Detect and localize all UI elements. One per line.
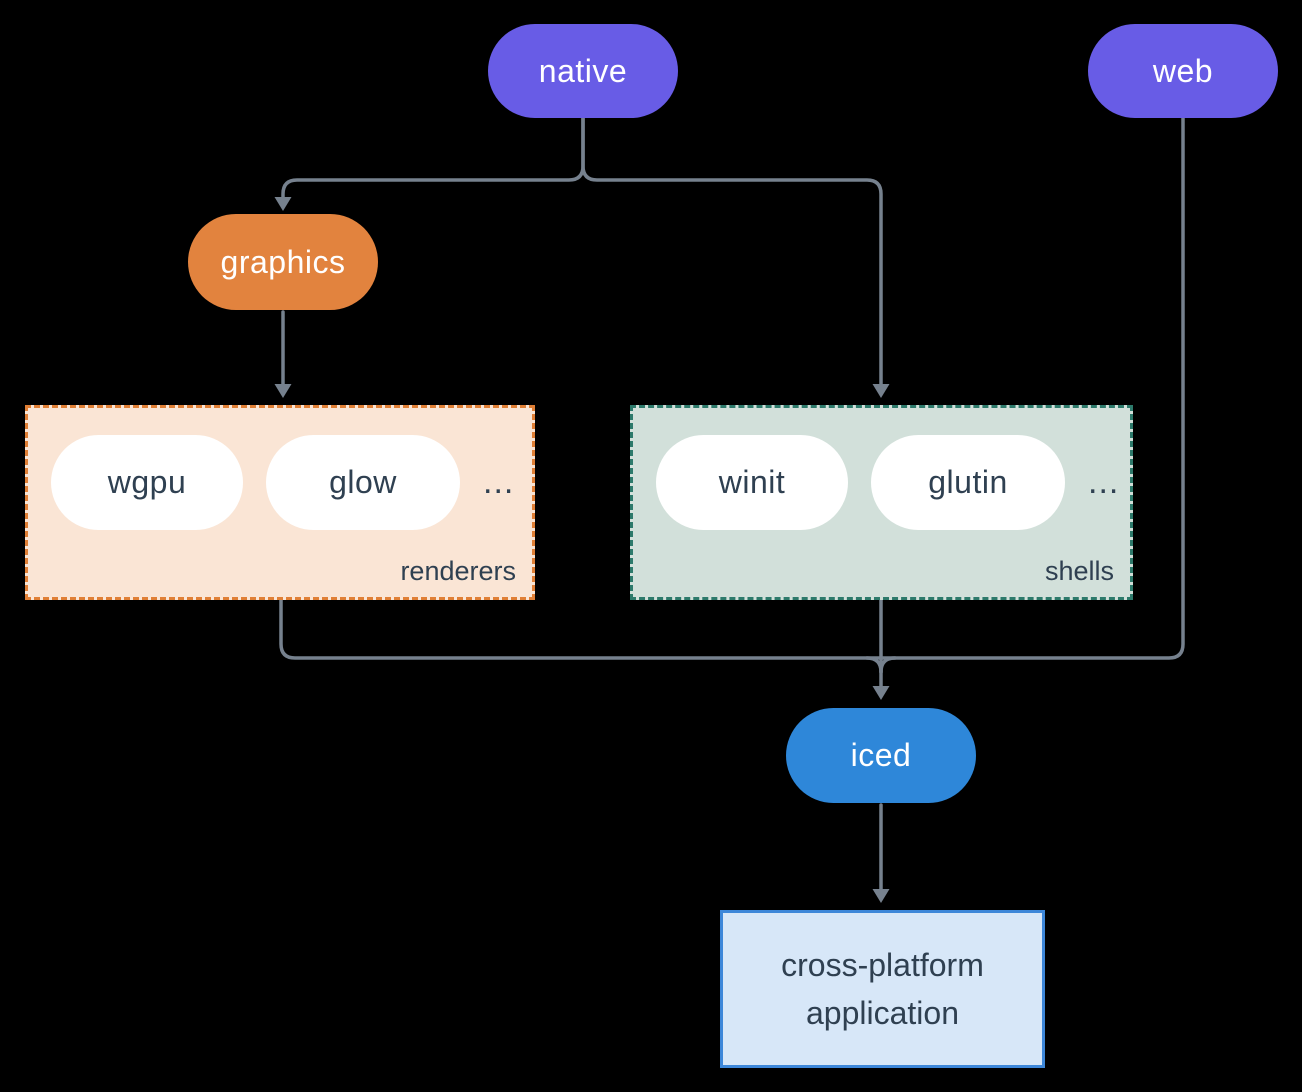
bus-fillet-left <box>865 656 883 674</box>
node-winit: winit <box>656 435 848 530</box>
node-cross-platform-application: cross-platform application <box>720 910 1045 1068</box>
arrowhead-into-iced <box>872 686 890 700</box>
shells-group-label: shells <box>1044 556 1114 586</box>
arrowhead-into-application <box>872 889 890 903</box>
edge-renderers-bus <box>279 598 883 660</box>
node-glutin-label: glutin <box>928 464 1008 500</box>
node-wgpu-label: wgpu <box>107 464 187 500</box>
node-web: web <box>1088 24 1278 118</box>
node-iced-label: iced <box>850 737 912 773</box>
group-shells: winit glutin ... shells <box>630 405 1133 600</box>
node-application-label: cross-platform application <box>781 947 984 1031</box>
arrowhead-into-shells <box>872 384 890 398</box>
node-graphics: graphics <box>188 214 378 310</box>
node-glow: glow <box>266 435 460 530</box>
node-graphics-label: graphics <box>220 243 346 280</box>
bus-fillet-right <box>879 656 897 674</box>
edge-native-shells <box>581 116 883 386</box>
renderers-group-label: renderers <box>400 556 516 586</box>
node-winit-label: winit <box>718 464 786 500</box>
shells-ellipsis: ... <box>1088 463 1120 501</box>
edge-native-graphics <box>281 116 585 199</box>
group-renderers: wgpu glow ... renderers <box>25 405 535 600</box>
node-glow-label: glow <box>329 464 397 500</box>
node-native-label: native <box>538 52 628 89</box>
renderers-ellipsis: ... <box>483 463 515 501</box>
node-web-label: web <box>1152 52 1214 89</box>
arrowhead-into-graphics <box>274 197 292 211</box>
arrowhead-into-renderers <box>274 384 292 398</box>
edge-web-bus <box>879 116 1185 660</box>
node-glutin: glutin <box>871 435 1065 530</box>
node-iced: iced <box>786 708 976 803</box>
node-native: native <box>488 24 678 118</box>
node-wgpu: wgpu <box>51 435 243 530</box>
